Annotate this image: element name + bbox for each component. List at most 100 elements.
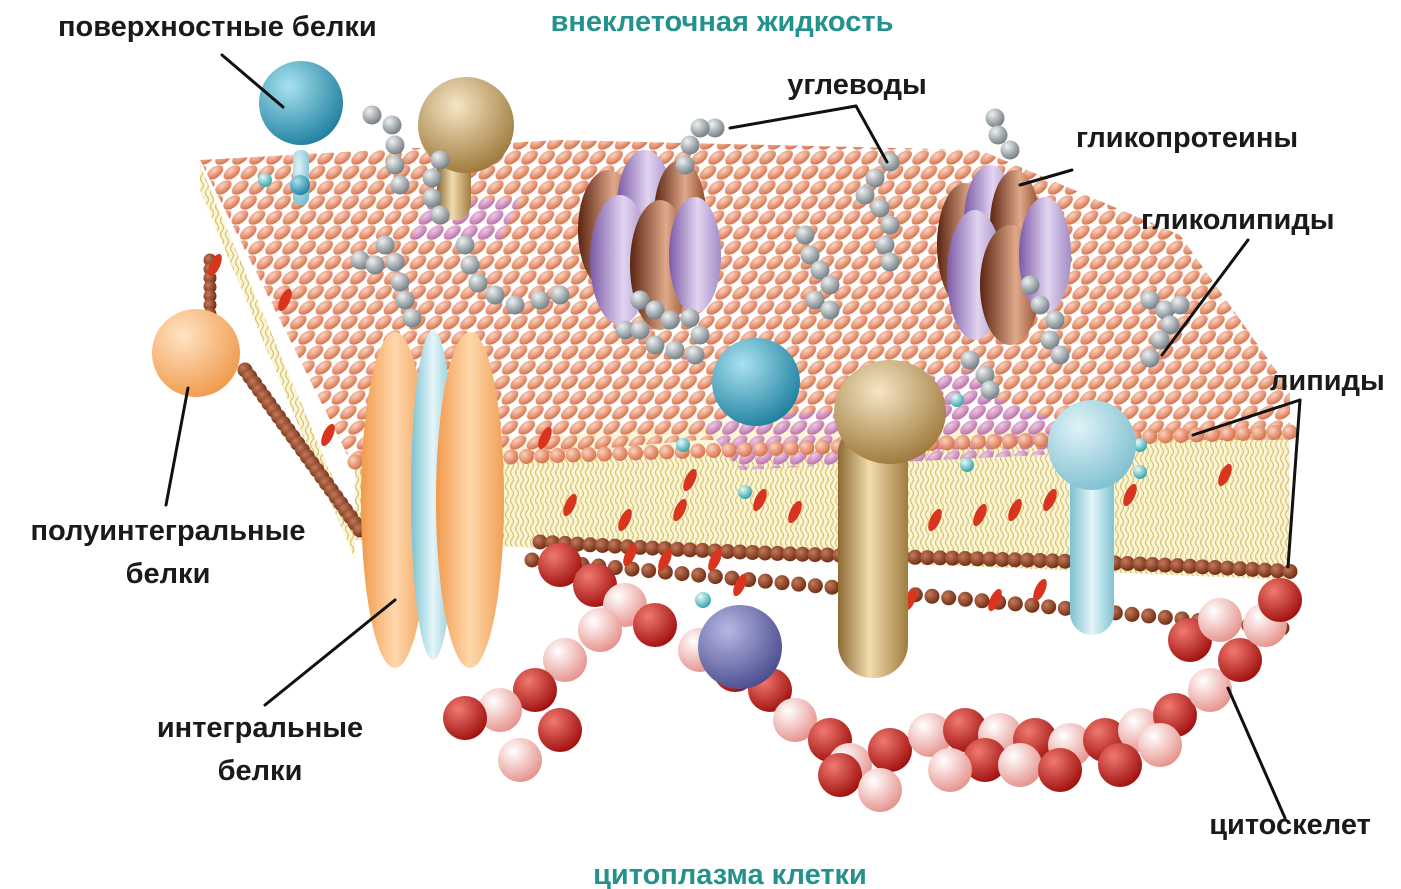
lipid-head [941, 590, 956, 605]
carbohydrate-bead [366, 256, 385, 275]
carbohydrate-bead [686, 346, 705, 365]
carbohydrate-bead [876, 236, 895, 255]
label-glycolipids: гликолипиды [1141, 204, 1335, 236]
label-glycoproteins: гликопротеины [1076, 122, 1298, 154]
lipid-head [1283, 564, 1298, 579]
carbohydrate-bead [981, 381, 1000, 400]
lipid-head [1018, 433, 1033, 448]
label-integral-proteins-2: белки [218, 755, 303, 787]
carbohydrate-bead [431, 206, 450, 225]
lipid-head [799, 440, 814, 455]
label-cytoskeleton: цитоскелет [1209, 809, 1371, 841]
lipid-head [1002, 434, 1017, 449]
carbohydrate-bead [461, 256, 480, 275]
lipid-head [784, 441, 799, 456]
lipid-head [971, 435, 986, 450]
lipid-head [628, 446, 643, 461]
carbohydrate-bead [881, 253, 900, 272]
lipid-head [659, 445, 674, 460]
carbohydrate-bead [691, 119, 710, 138]
carbohydrate-bead [821, 276, 840, 295]
label-surface-proteins: поверхностные белки [58, 11, 377, 43]
carbohydrate-bead [391, 176, 410, 195]
lipid-head [975, 593, 990, 608]
carbohydrate-bead [646, 336, 665, 355]
carbohydrate-bead [796, 226, 815, 245]
lipid-head [1041, 599, 1056, 614]
lipid-head [722, 443, 737, 458]
cytoskeleton-bead [498, 738, 542, 782]
carbohydrate-bead [396, 291, 415, 310]
lipid-head [1283, 425, 1298, 440]
lipid-head [641, 563, 656, 578]
cytoskeleton-bead [858, 768, 902, 812]
carbohydrate-bead [383, 116, 402, 135]
cytoskeleton-bead [1138, 723, 1182, 767]
label-peripheral-proteins-2: белки [126, 558, 211, 590]
carbohydrate-bead [1001, 141, 1020, 160]
lipid-head [597, 447, 612, 462]
lipid-head [525, 553, 540, 568]
cytoskeleton-bead [1258, 578, 1302, 622]
cytoskeleton-bead [818, 753, 862, 797]
carbohydrate-bead [631, 321, 650, 340]
carbohydrate-bead [431, 151, 450, 170]
lipid-head [940, 436, 955, 451]
label-carbohydrates: углеводы [787, 69, 927, 101]
lipid-head [753, 442, 768, 457]
lipid-head [566, 448, 581, 463]
lipid-head [581, 447, 596, 462]
lipid-head [1033, 433, 1048, 448]
lipid-head [768, 441, 783, 456]
lipid-head [958, 592, 973, 607]
cytoskeleton-bead [443, 696, 487, 740]
carbohydrate-bead [986, 109, 1005, 128]
carbohydrate-bead [423, 189, 442, 208]
carbohydrate-bead [403, 309, 422, 328]
carbohydrate-bead [1171, 296, 1190, 315]
carbohydrate-bead [551, 286, 570, 305]
carbohydrate-bead [486, 286, 505, 305]
label-cytoplasm: цитоплазма клетки [593, 859, 867, 889]
carbohydrate-bead [681, 136, 700, 155]
lipid-head [825, 580, 840, 595]
lipid-head [1158, 429, 1173, 444]
carbohydrate-bead [856, 186, 875, 205]
carbohydrate-bead [871, 199, 890, 218]
lipid-head [644, 445, 659, 460]
peripheral-protein-orange [152, 309, 240, 397]
lipid-head [503, 450, 518, 465]
cytoskeleton-bead [928, 748, 972, 792]
carbohydrate-bead [821, 301, 840, 320]
cytoskeleton-bead [538, 708, 582, 752]
lipid-head [1125, 607, 1140, 622]
carbohydrate-bead [423, 169, 442, 188]
carbohydrate-bead [386, 156, 405, 175]
carbohydrate-bead [691, 326, 710, 345]
integral-protein-channel [361, 330, 504, 668]
lipid-head [815, 440, 830, 455]
lipid-head [691, 568, 706, 583]
carbohydrate-bead [391, 273, 410, 292]
lipid-head [519, 449, 534, 464]
peripheral-protein-navy [698, 605, 782, 689]
lipid-head [925, 589, 940, 604]
lipid-head [550, 448, 565, 463]
label-peripheral-proteins-1: полуинтегральные [31, 515, 306, 547]
lipid-head [775, 575, 790, 590]
carbohydrate-bead [1051, 346, 1070, 365]
lipid-head [986, 434, 1001, 449]
carbohydrate-bead [989, 126, 1008, 145]
cytoskeleton-bead [998, 743, 1042, 787]
lipid-head [535, 449, 550, 464]
lipid-head [955, 435, 970, 450]
carbohydrate-bead [363, 106, 382, 125]
lipid-head [348, 455, 363, 470]
carbohydrate-bead [386, 136, 405, 155]
carbohydrate-bead [676, 156, 695, 175]
lipid-head [1267, 425, 1282, 440]
lipid-head [1236, 426, 1251, 441]
carbohydrate-bead [661, 311, 680, 330]
lipid-head [706, 443, 721, 458]
